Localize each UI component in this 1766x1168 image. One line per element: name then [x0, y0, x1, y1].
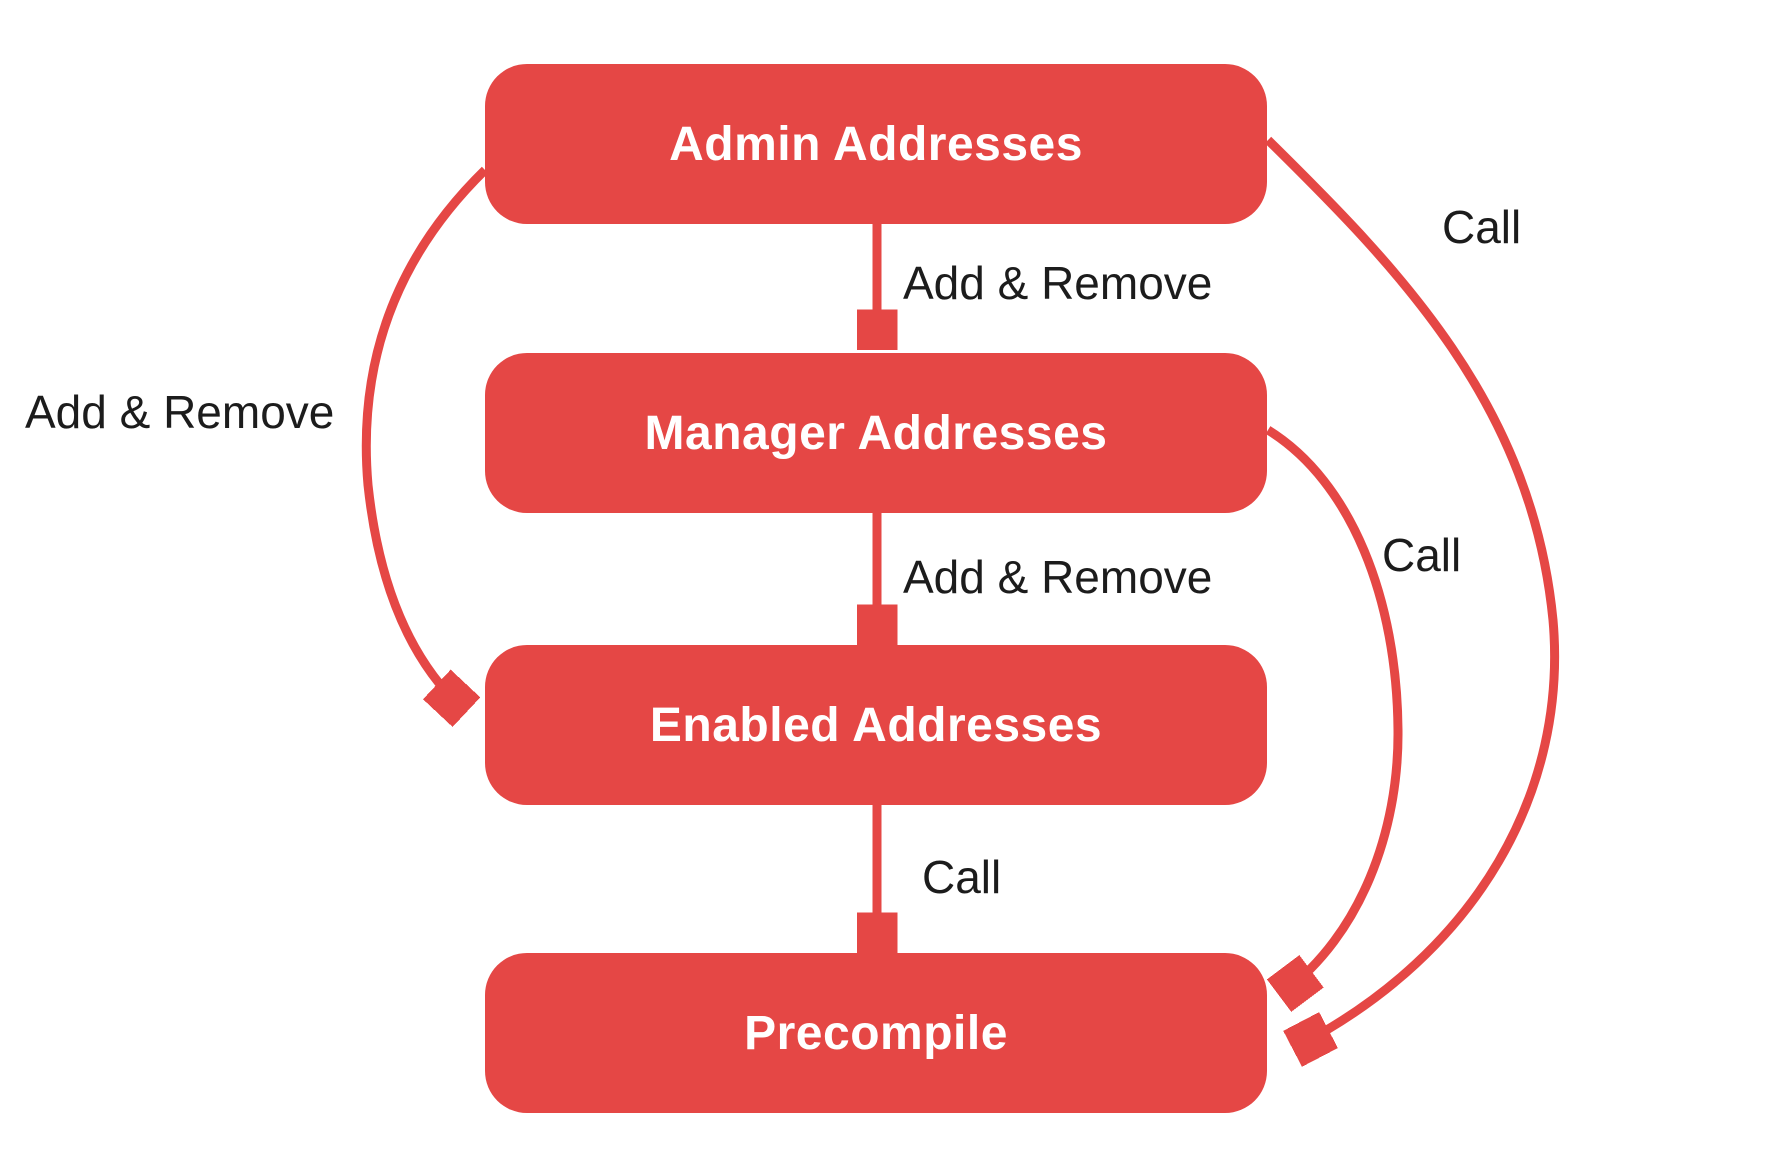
edge-label-manager-enabled: Add & Remove	[903, 551, 1213, 603]
edge-label-manager-precompile: Call	[1382, 529, 1462, 581]
node-admin-addresses-label: Admin Addresses	[669, 117, 1083, 171]
edge-label-admin-enabled: Add & Remove	[25, 386, 335, 438]
node-admin-addresses: Admin Addresses	[485, 64, 1267, 224]
edge-admin-to-precompile-curve-arrow	[1264, 136, 1560, 1046]
edge-admin-to-enabled-curve-arrow	[361, 166, 489, 708]
node-enabled-addresses-label: Enabled Addresses	[649, 698, 1103, 752]
node-manager-addresses-label: Manager Addresses	[644, 406, 1108, 460]
node-precompile: Precompile	[485, 953, 1267, 1113]
node-manager-addresses: Manager Addresses	[485, 353, 1267, 513]
edge-label-admin-precompile: Call	[1442, 201, 1522, 253]
edge-label-admin-manager: Add & Remove	[903, 257, 1213, 309]
node-precompile-label: Precompile	[744, 1006, 1008, 1060]
edge-label-enabled-precompile: Call	[922, 851, 1002, 903]
node-enabled-addresses: Enabled Addresses	[485, 645, 1267, 805]
edge-manager-to-precompile-curve-arrow	[1265, 426, 1403, 992]
